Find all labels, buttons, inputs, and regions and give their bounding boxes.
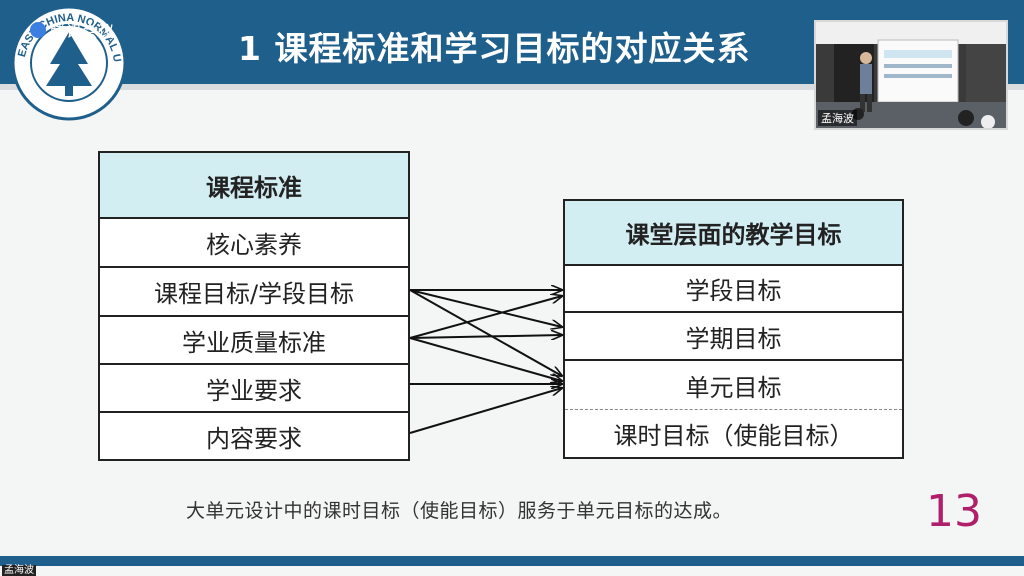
camera-speaker-name: 孟海波 — [818, 110, 857, 126]
left-row-4: 内容要求 — [206, 424, 302, 453]
page-number: 13 — [926, 486, 982, 537]
arrow-4 — [409, 296, 562, 339]
right-row-1: 学期目标 — [565, 313, 902, 361]
header-divider — [0, 84, 1024, 90]
right-row-2: 单元目标 — [565, 361, 902, 410]
left-row-0: 核心素养 — [100, 219, 408, 268]
meeting-app-label: 腾讯会议 — [30, 18, 114, 42]
curriculum-standard-table: 课程标准 核心素养 课程目标/学段目标 学业质量标准 学业要求 内容要求 — [98, 151, 410, 461]
arrow-3 — [409, 289, 562, 376]
slide-caption: 大单元设计中的课时目标（使能目标）服务于单元目标的达成。 — [186, 500, 733, 522]
speaker-video-thumbnail[interactable]: 孟海波 — [814, 20, 1008, 130]
left-row-3: 学业要求 — [100, 365, 408, 413]
arrow-2 — [409, 289, 562, 327]
bottom-speaker-name: 孟海波 — [2, 565, 36, 576]
arrow-8 — [409, 388, 562, 434]
meeting-app-icon — [30, 22, 46, 38]
curriculum-standard-header: 课程标准 — [100, 153, 408, 219]
left-row-2: 学业质量标准 — [100, 317, 408, 365]
slide-title: 1 课程标准和学习目标的对应关系 — [238, 29, 751, 68]
right-row-0: 学段目标 — [565, 266, 902, 313]
meeting-app-name: 腾讯会议 — [50, 22, 115, 41]
arrow-6 — [409, 337, 562, 381]
bottom-bar — [0, 556, 1024, 566]
classroom-goals-header: 课堂层面的教学目标 — [565, 201, 902, 266]
right-row-3: 课时目标（使能目标） — [613, 422, 854, 450]
left-row-1: 课程目标/学段目标 — [100, 268, 408, 317]
classroom-goals-table: 课堂层面的教学目标 学段目标 学期目标 单元目标 课时目标（使能目标） — [563, 199, 904, 459]
arrow-5 — [409, 335, 562, 338]
